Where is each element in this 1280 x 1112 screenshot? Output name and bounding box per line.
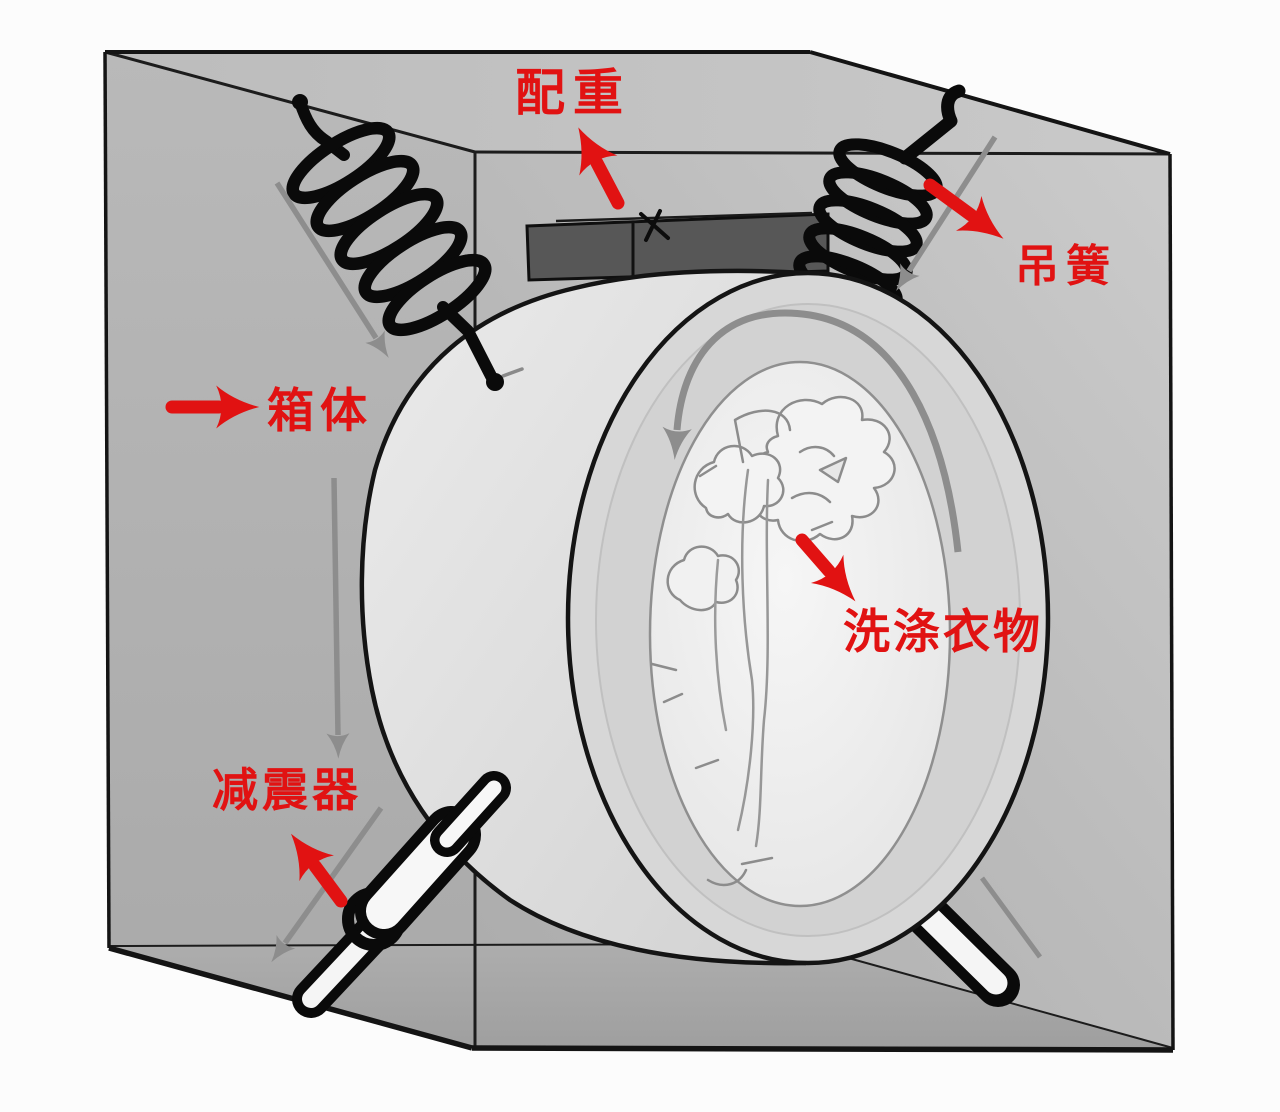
counterweight-label: 配重 (515, 64, 631, 122)
spring-arrow (923, 178, 1004, 239)
laundry-label: 洗涤衣物 (843, 605, 1043, 660)
counterweight-block (525, 209, 830, 282)
counterweight-x-mark (639, 209, 670, 242)
counterweight-arrow (578, 127, 625, 210)
hanging-spring-label: 吊簧 (1015, 241, 1117, 292)
spring-motion-arrow-left (274, 181, 389, 358)
laundry-arrow (795, 533, 856, 602)
callout-arrows (165, 127, 1004, 908)
rod-motion-line (979, 876, 1043, 959)
cabinet-motion-arrow (326, 477, 350, 759)
damper-label: 减震器 (212, 763, 362, 817)
damper-assembly (292, 771, 511, 1018)
hanging-spring-left (286, 94, 524, 391)
cabinet-outer-edges (103, 50, 1175, 1053)
cabinet-floor (109, 946, 1173, 1048)
counterweight-top-edge (555, 211, 813, 223)
labels: 配重 吊簧 箱体 洗涤衣物 减震器 (212, 64, 1117, 817)
drum-body-outline (359, 268, 807, 966)
support-rod-right (905, 893, 1020, 1007)
drum-rotation-arrow (662, 309, 962, 553)
damper-arrow (290, 833, 348, 908)
cabinet-label: 箱体 (267, 384, 373, 439)
laundry-sketch (650, 395, 896, 887)
cabinet-top-face (105, 52, 1170, 154)
